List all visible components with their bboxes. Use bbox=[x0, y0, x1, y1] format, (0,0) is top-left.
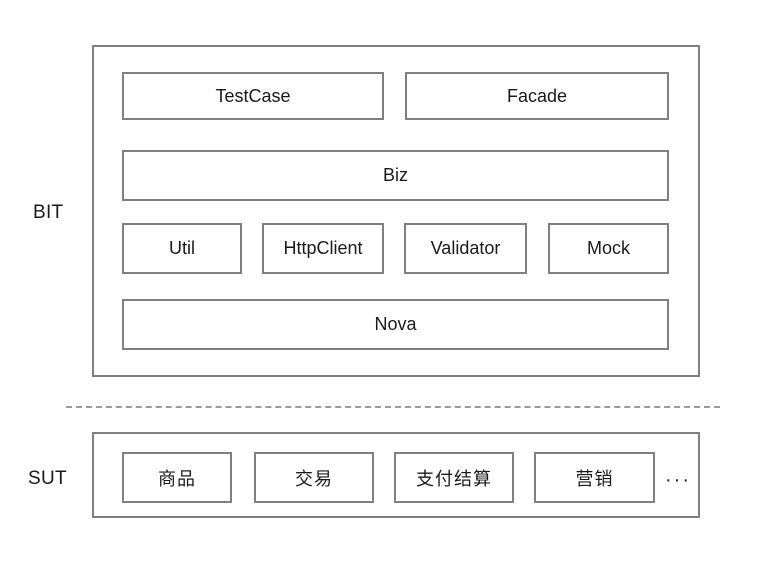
sut-section-label: SUT bbox=[28, 468, 67, 489]
sut-more-ellipsis: ··· bbox=[665, 469, 691, 491]
node-trade[interactable]: 交易 bbox=[254, 452, 374, 503]
node-validator[interactable]: Validator bbox=[404, 223, 527, 274]
node-httpclient[interactable]: HttpClient bbox=[262, 223, 384, 274]
bit-section-label: BIT bbox=[33, 202, 64, 223]
node-testcase[interactable]: TestCase bbox=[122, 72, 384, 120]
node-payment-settlement[interactable]: 支付结算 bbox=[394, 452, 514, 503]
node-goods[interactable]: 商品 bbox=[122, 452, 232, 503]
section-divider bbox=[66, 406, 720, 408]
node-nova[interactable]: Nova bbox=[122, 299, 669, 350]
node-biz[interactable]: Biz bbox=[122, 150, 669, 201]
node-marketing[interactable]: 营销 bbox=[534, 452, 655, 503]
node-util[interactable]: Util bbox=[122, 223, 242, 274]
node-mock[interactable]: Mock bbox=[548, 223, 669, 274]
node-facade[interactable]: Facade bbox=[405, 72, 669, 120]
